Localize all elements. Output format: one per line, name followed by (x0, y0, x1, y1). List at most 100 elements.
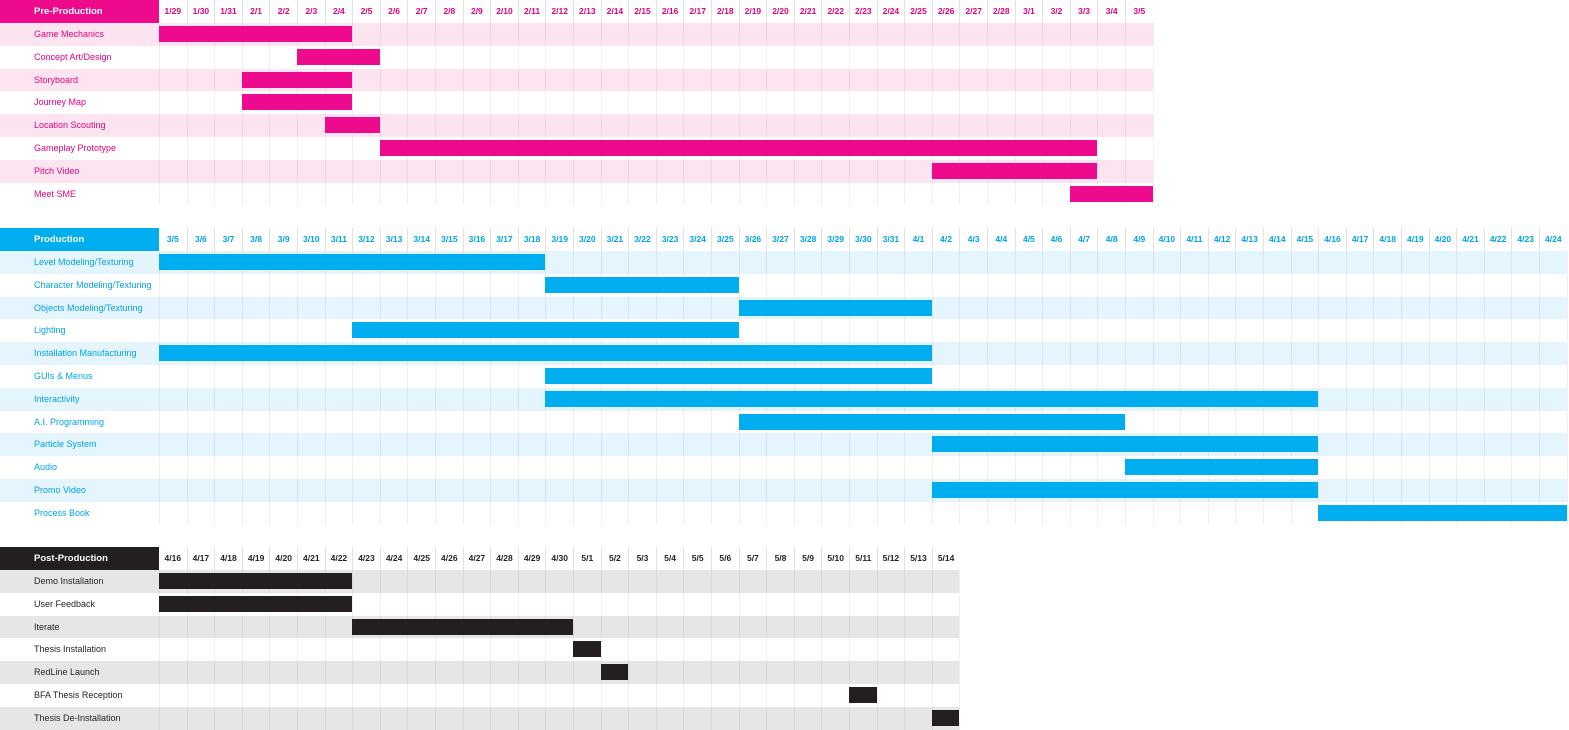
grid-line (1483, 319, 1485, 343)
grid-line (655, 159, 657, 183)
grid-line (1042, 45, 1044, 69)
grid-line (324, 433, 326, 457)
day-tick-label: 4/26 (435, 547, 463, 570)
grid-line (186, 638, 188, 662)
grid-line (1235, 251, 1237, 274)
grid-line (1180, 251, 1182, 274)
grid-line (1428, 433, 1430, 457)
grid-line (959, 319, 961, 343)
grid-line (821, 114, 823, 137)
day-tick-label: 2/4 (324, 0, 353, 23)
grid-line (462, 433, 464, 457)
grid-line (435, 479, 436, 502)
grid-line (407, 684, 409, 707)
task-label: Location Scouting (34, 120, 106, 131)
grid-line (793, 615, 795, 639)
task-label: GUIs & Menus (34, 371, 93, 381)
grid-line (683, 456, 685, 479)
grid-line (269, 365, 271, 388)
task-row: Objects Modeling/Texturing (0, 296, 1568, 320)
grid-line (1069, 91, 1071, 115)
grid-line (1456, 296, 1458, 320)
grid-line (1456, 273, 1458, 297)
grid-line (186, 68, 188, 92)
grid-line (545, 479, 547, 502)
grid-line (904, 273, 906, 297)
day-tick-label: 4/21 (297, 547, 325, 570)
task-label: Installation Manufacturing (34, 348, 137, 359)
grid-line (435, 159, 436, 183)
grid-line (655, 251, 657, 274)
grid-line (1401, 365, 1402, 388)
grid-line (490, 365, 492, 388)
task-label: Storyboard (34, 74, 79, 85)
grid-line (1511, 365, 1513, 388)
grid-line (1428, 410, 1430, 434)
grid-line (490, 456, 492, 479)
grid-line (904, 661, 906, 684)
grid-line (1014, 342, 1016, 365)
grid-line (1180, 501, 1182, 525)
grid-line (1125, 114, 1126, 137)
grid-line (1180, 319, 1182, 343)
day-tick-label: 4/14 (1263, 228, 1291, 251)
grid-line (1456, 387, 1458, 411)
grid-line (1566, 296, 1568, 320)
grid-line (462, 365, 464, 388)
grid-line (379, 387, 381, 411)
grid-line (517, 661, 519, 684)
grid-line (876, 319, 878, 343)
grid-line (1014, 319, 1016, 343)
day-tick-label: 4/24 (1539, 228, 1567, 251)
grid-line (379, 684, 381, 707)
grid-line (904, 182, 906, 206)
grid-line (324, 410, 326, 434)
grid-line (545, 570, 547, 593)
grid-line (1235, 501, 1237, 525)
grid-line (324, 456, 326, 479)
grid-line (241, 684, 243, 707)
grid-line (490, 638, 492, 662)
grid-line (1125, 251, 1126, 274)
task-label: Thesis Installation (34, 644, 107, 655)
grid-line (738, 45, 740, 69)
day-tick-label: 2/3 (297, 0, 325, 23)
grid-line (959, 45, 961, 69)
grid-line (683, 592, 685, 616)
grid-line (269, 273, 271, 297)
day-tick-label: 3/27 (766, 228, 794, 251)
day-tick-label: 5/10 (821, 547, 849, 570)
grid-line (793, 114, 795, 137)
grid-line (600, 456, 602, 479)
day-tick-label: 3/21 (600, 228, 629, 251)
grid-line (352, 479, 354, 502)
grid-line (159, 45, 160, 69)
grid-line (876, 684, 878, 707)
grid-line (1373, 342, 1375, 365)
grid-line (793, 91, 795, 115)
grid-line (628, 479, 630, 502)
grid-line (931, 296, 933, 320)
day-tick-label: 2/17 (683, 0, 711, 23)
day-tick-label: 3/8 (241, 228, 270, 251)
grid-line (1318, 456, 1320, 479)
grid-line (1207, 342, 1209, 365)
day-tick-label: 5/1 (573, 547, 601, 570)
grid-line (1125, 410, 1126, 434)
grid-line (1180, 410, 1182, 434)
grid-line (1373, 251, 1375, 274)
grid-line (1042, 342, 1044, 365)
grid-line (1097, 68, 1099, 92)
grid-line (793, 592, 795, 616)
grid-line (490, 592, 492, 616)
grid-line (711, 661, 712, 684)
task-bar (738, 299, 932, 316)
grid-line (352, 501, 354, 525)
grid-line (214, 410, 216, 434)
grid-line (186, 456, 188, 479)
day-tick-label: 3/14 (407, 228, 435, 251)
grid-line (545, 68, 547, 92)
task-label: Interactivity (34, 393, 80, 404)
grid-line (628, 592, 630, 616)
grid-line (600, 706, 602, 730)
